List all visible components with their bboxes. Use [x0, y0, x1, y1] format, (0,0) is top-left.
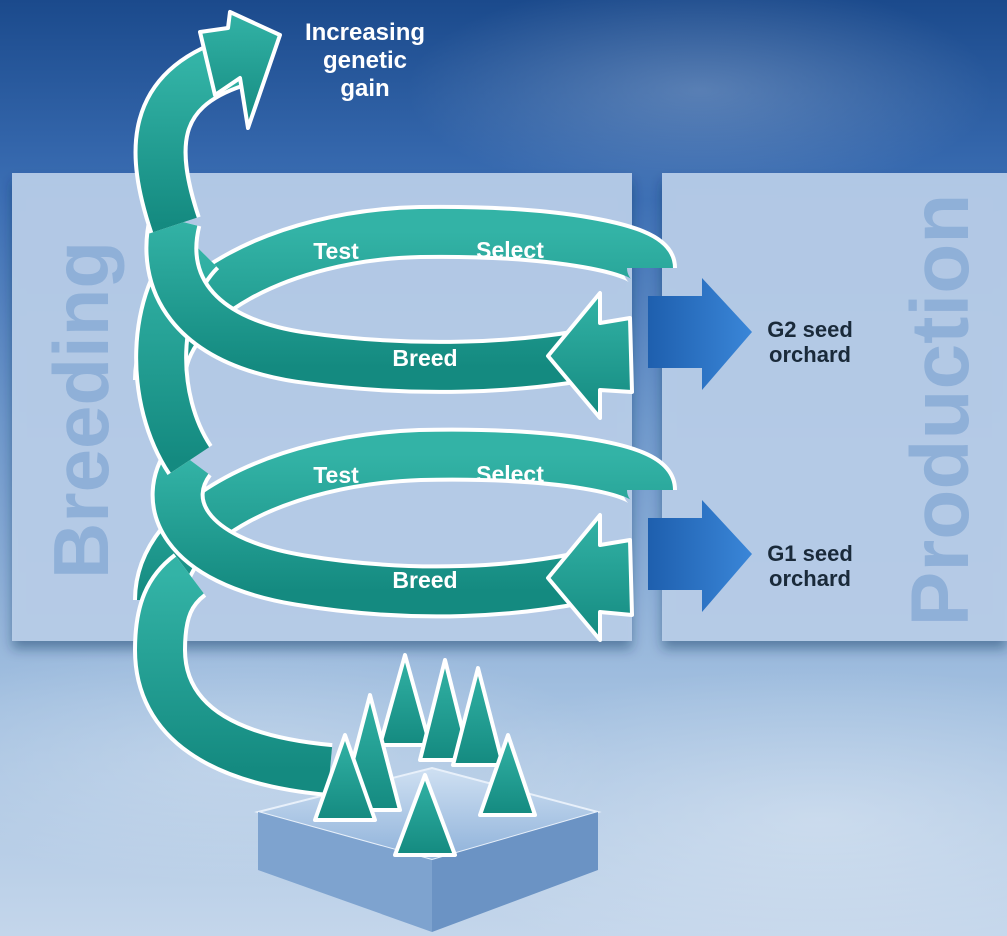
platform-side-right [432, 812, 598, 932]
production-label: Production [895, 194, 986, 627]
test-label-lower: Test [313, 462, 359, 488]
breed-label-lower: Breed [392, 567, 457, 593]
g2-orchard-line-2: orchard [769, 342, 851, 367]
tree-icon [478, 733, 537, 817]
tree-icon [378, 653, 432, 747]
tree-icon [313, 733, 377, 822]
g1-orchard-line-2: orchard [769, 566, 851, 591]
g1-orchard-arrow [648, 500, 752, 612]
breed-arrowhead-lower [546, 513, 634, 642]
spiral-tail [136, 556, 333, 793]
breeding-label: Breeding [37, 241, 125, 579]
title-block: Increasing genetic gain [305, 19, 425, 102]
platform-side-left [258, 812, 432, 932]
tree-icon [393, 773, 457, 857]
gain-arrowhead [198, 10, 282, 130]
breed-arrowhead-upper [546, 291, 634, 420]
title-line-3: gain [340, 75, 389, 102]
title-line-1: Increasing [305, 19, 425, 46]
g2-orchard-arrow [648, 278, 752, 390]
tree-icon [451, 666, 505, 767]
title-line-2: genetic [323, 47, 407, 74]
gain-arrow-shaft [137, 40, 243, 233]
spiral-upper-front [148, 214, 584, 390]
select-label-upper: Select [476, 237, 544, 263]
breed-label-upper: Breed [392, 345, 457, 371]
select-label-lower: Select [476, 461, 544, 487]
trees [313, 653, 537, 857]
g2-orchard-line-1: G2 seed [767, 317, 853, 342]
tree-icon [418, 658, 472, 762]
g1-orchard-line-1: G1 seed [767, 541, 853, 566]
test-label-upper: Test [313, 238, 359, 264]
spiral-lower-front [154, 446, 585, 615]
